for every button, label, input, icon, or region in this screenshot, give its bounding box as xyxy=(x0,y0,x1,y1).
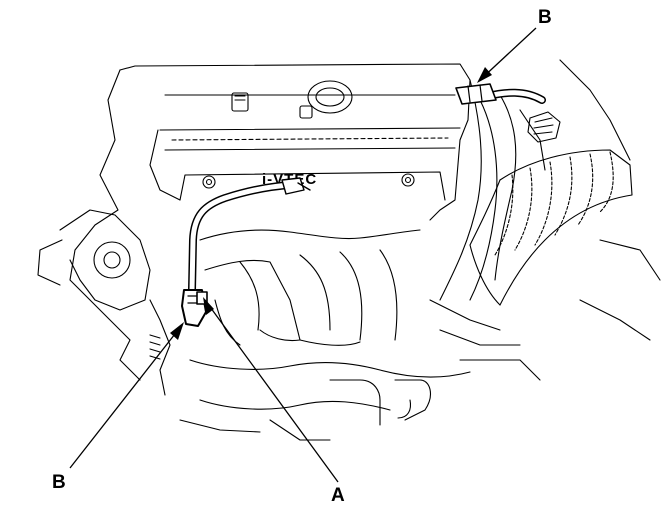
arrowhead-b-lower xyxy=(170,322,184,340)
arrowheads xyxy=(170,67,492,340)
leader-line-a xyxy=(204,299,339,483)
hose-end-fitting-upper xyxy=(455,83,546,105)
leader-line-b-upper xyxy=(479,27,537,81)
callout-label-b-upper: B xyxy=(538,7,552,28)
callout-label-a: A xyxy=(331,485,345,506)
engine-outline xyxy=(37,59,661,441)
leader-lines xyxy=(69,27,537,483)
callout-label-b-lower: B xyxy=(52,472,66,493)
hose-assembly xyxy=(181,177,311,327)
arrowhead-a xyxy=(203,297,214,315)
arrowhead-b-upper xyxy=(477,67,492,83)
leader-line-b-lower xyxy=(69,324,183,469)
